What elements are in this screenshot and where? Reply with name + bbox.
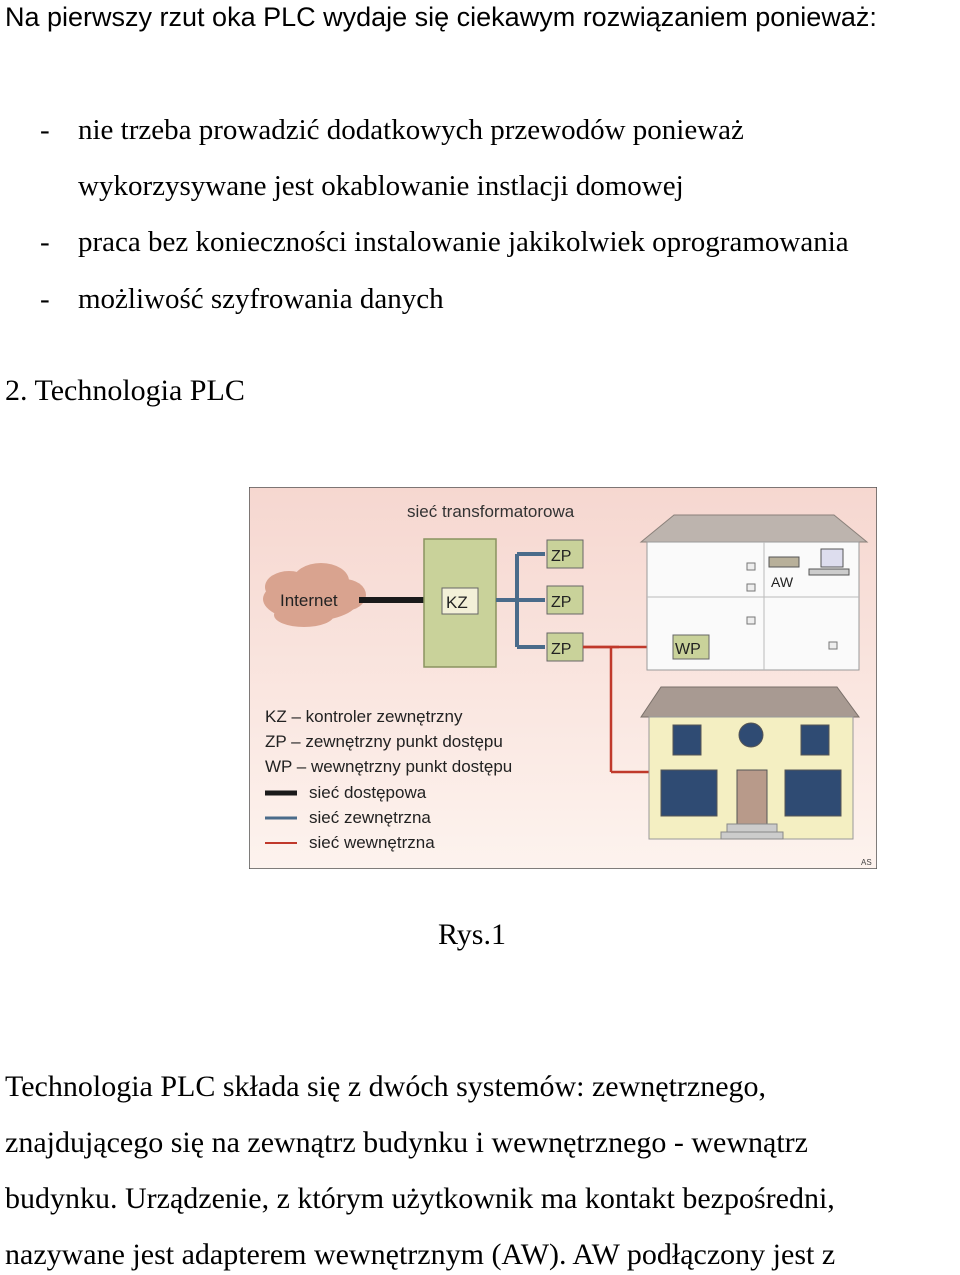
legend-label-access: sieć dostępowa: [309, 783, 427, 802]
kz-label: KZ: [446, 593, 468, 612]
legend-def-wp: WP – wewnętrzny punkt dostępu: [265, 757, 512, 776]
bullet-1-line-1: nie trzeba prowadzić dodatkowych przewod…: [78, 114, 744, 146]
external-lines: [496, 552, 545, 649]
lower-house: [640, 686, 860, 840]
wp-box: [672, 634, 710, 660]
bullet-dash-1: -: [40, 114, 50, 146]
kz-badge: [441, 587, 479, 615]
paragraph-line-1: Technologia PLC składa się z dwóch syste…: [5, 1070, 767, 1103]
bullet-3-line-1: możliwość szyfrowania danych: [78, 283, 444, 315]
zp-label-1: ZP: [551, 548, 571, 565]
internet-label: Internet: [280, 591, 338, 610]
paragraph-line-4: nazywane jest adapterem wewnętrznym (AW)…: [5, 1238, 836, 1271]
legend-label-external: sieć zewnętrzna: [309, 808, 431, 827]
figure-caption: Rys.1: [438, 918, 506, 951]
computer-icon: [768, 548, 850, 576]
legend-def-kz: KZ – kontroler zewnętrzny: [265, 707, 463, 726]
plc-network-figure: sieć transformatorowa Internet KZ ZP ZP …: [249, 487, 877, 869]
zp-boxes: [546, 539, 584, 662]
zp-label-2: ZP: [551, 594, 571, 611]
intro-text: Na pierwszy rzut oka PLC wydaje się ciek…: [5, 2, 877, 32]
bullet-2-line-1: praca bez konieczności instalowanie jaki…: [78, 226, 849, 258]
bullet-1-line-2: wykorzysywane jest okablowanie instlacji…: [78, 170, 684, 202]
bullet-dash-2: -: [40, 226, 50, 258]
legend-def-zp: ZP – zewnętrzny punkt dostępu: [265, 732, 503, 751]
paragraph-line-2: znajdującego się na zewnątrz budynku i w…: [5, 1126, 808, 1159]
figure-credit: AS: [861, 858, 872, 867]
zp-label-3: ZP: [551, 641, 571, 658]
wp-label: WP: [675, 641, 701, 658]
internet-cloud: [263, 563, 366, 627]
paragraph-line-3: budynku. Urządzenie, z którym użytkownik…: [5, 1182, 835, 1215]
figure-title: sieć transformatorowa: [407, 502, 575, 521]
socket-icons: [746, 562, 838, 650]
bullet-dash-3: -: [40, 283, 50, 315]
legend-label-internal: sieć wewnętrzna: [309, 833, 435, 852]
aw-label: AW: [771, 574, 794, 590]
section-title: 2. Technologia PLC: [5, 374, 245, 407]
